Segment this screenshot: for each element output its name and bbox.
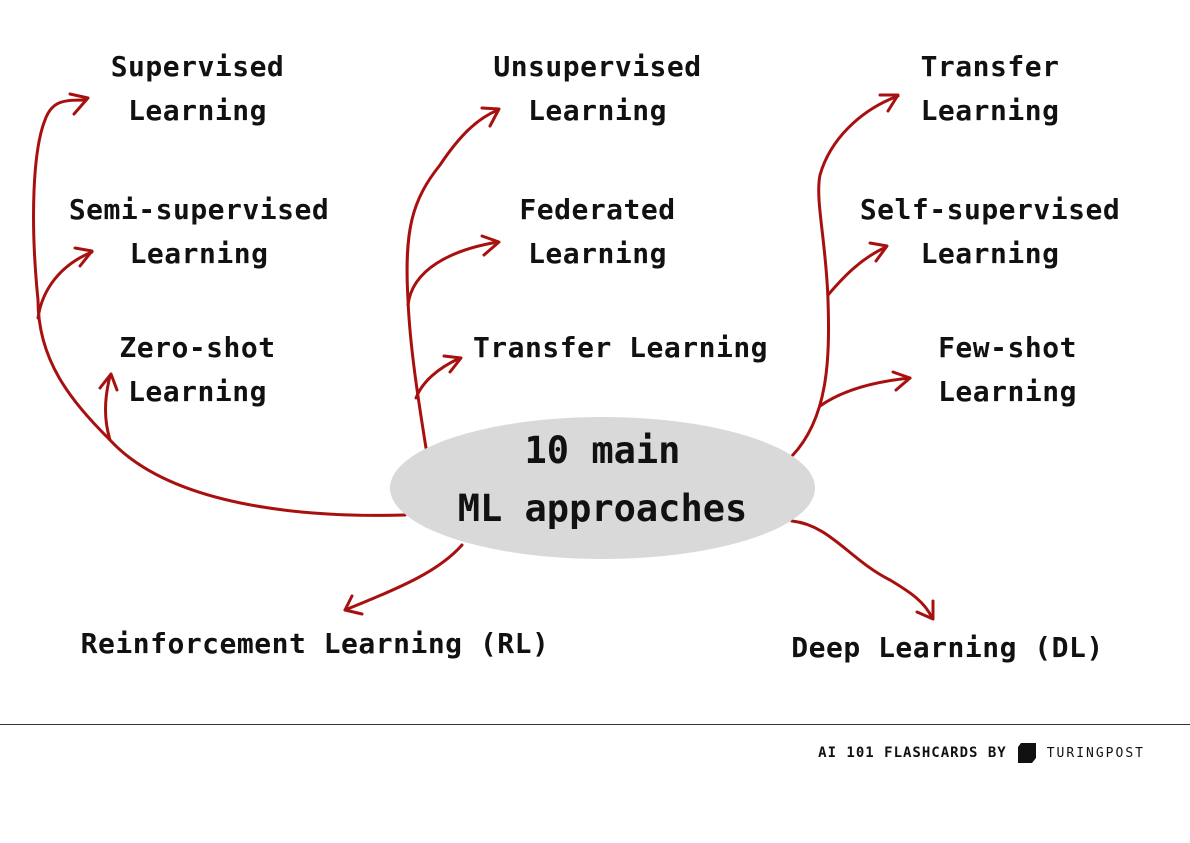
arrow-to-semi-supervised — [36, 250, 94, 320]
label-deep: Deep Learning (DL) — [770, 626, 1125, 670]
label-federated-line1: Federated — [519, 193, 676, 226]
center-title: 10 main ML approaches — [390, 422, 815, 538]
label-unsupervised-line1: Unsupervised — [493, 50, 702, 83]
label-semi-supervised: Semi-supervised Learning — [40, 188, 358, 276]
arrow-to-few-shot — [818, 376, 912, 408]
arrowhead-federated — [480, 234, 501, 257]
footer-series: AI 101 FLASHCARDS BY — [818, 745, 1007, 761]
arrow-to-deep — [790, 519, 934, 620]
center-title-line1: 10 main — [524, 429, 681, 472]
center-title-line2: ML approaches — [457, 487, 748, 530]
footer: AI 101 FLASHCARDS BY TURINGPOST — [818, 740, 1145, 766]
label-zero-shot-line1: Zero-shot — [119, 331, 276, 364]
label-supervised-line1: Supervised — [110, 50, 285, 83]
label-few-shot-line2: Learning — [938, 375, 1077, 408]
arrowhead-unsupervised — [480, 106, 501, 128]
arrowhead-few-shot — [891, 370, 912, 392]
label-unsupervised-line2: Learning — [528, 94, 667, 127]
arrowhead-deep — [915, 599, 935, 621]
label-reinforcement: Reinforcement Learning (RL) — [50, 622, 580, 666]
arrow-to-self-supervised — [826, 245, 888, 297]
arrowhead-self-supervised — [868, 241, 889, 263]
label-reinforcement-line1: Reinforcement Learning (RL) — [80, 627, 550, 660]
label-transfer-right-line1: Transfer — [920, 50, 1060, 83]
label-federated: Federated Learning — [455, 188, 740, 276]
label-transfer-right: Transfer Learning — [860, 45, 1120, 133]
arrow-to-transfer-middle — [414, 356, 462, 400]
arrowhead-reinforcement — [343, 594, 364, 616]
arrowhead-transfer-right — [878, 93, 900, 113]
label-federated-line2: Learning — [528, 237, 667, 270]
label-self-supervised-line1: Self-supervised — [859, 193, 1121, 226]
arrow-to-zero-shot — [104, 374, 112, 442]
label-semi-supervised-line1: Semi-supervised — [68, 193, 330, 226]
label-self-supervised-line2: Learning — [920, 237, 1060, 270]
arrow-to-unsupervised — [405, 108, 500, 450]
footer-divider — [0, 724, 1190, 725]
label-few-shot-line1: Few-shot — [938, 331, 1077, 364]
center-ellipse — [390, 417, 815, 559]
label-deep-line1: Deep Learning (DL) — [791, 631, 1104, 664]
label-self-supervised: Self-supervised Learning — [840, 188, 1140, 276]
label-transfer-middle-line1: Transfer Learning — [472, 331, 769, 364]
label-semi-supervised-line2: Learning — [129, 237, 269, 270]
label-zero-shot-line2: Learning — [128, 375, 267, 408]
label-transfer-middle: Transfer Learning — [458, 326, 783, 370]
label-transfer-right-line2: Learning — [920, 94, 1060, 127]
label-unsupervised: Unsupervised Learning — [455, 45, 740, 133]
arrowhead-supervised — [68, 92, 90, 116]
arrowhead-transfer-middle — [442, 354, 463, 374]
arrow-to-supervised — [32, 98, 407, 517]
footer-brand: TURINGPOST — [1046, 745, 1145, 761]
arrowhead-zero-shot — [98, 372, 119, 392]
label-zero-shot: Zero-shot Learning — [65, 326, 330, 414]
arrow-to-transfer-right — [790, 94, 900, 458]
arrow-to-federated — [406, 240, 500, 307]
label-supervised-line2: Learning — [128, 94, 267, 127]
label-few-shot: Few-shot Learning — [880, 326, 1135, 414]
arrowhead-semi-supervised — [73, 246, 94, 268]
arrow-to-reinforcement — [343, 543, 464, 612]
label-supervised: Supervised Learning — [65, 45, 330, 133]
turingpost-logo-icon — [1017, 743, 1036, 763]
